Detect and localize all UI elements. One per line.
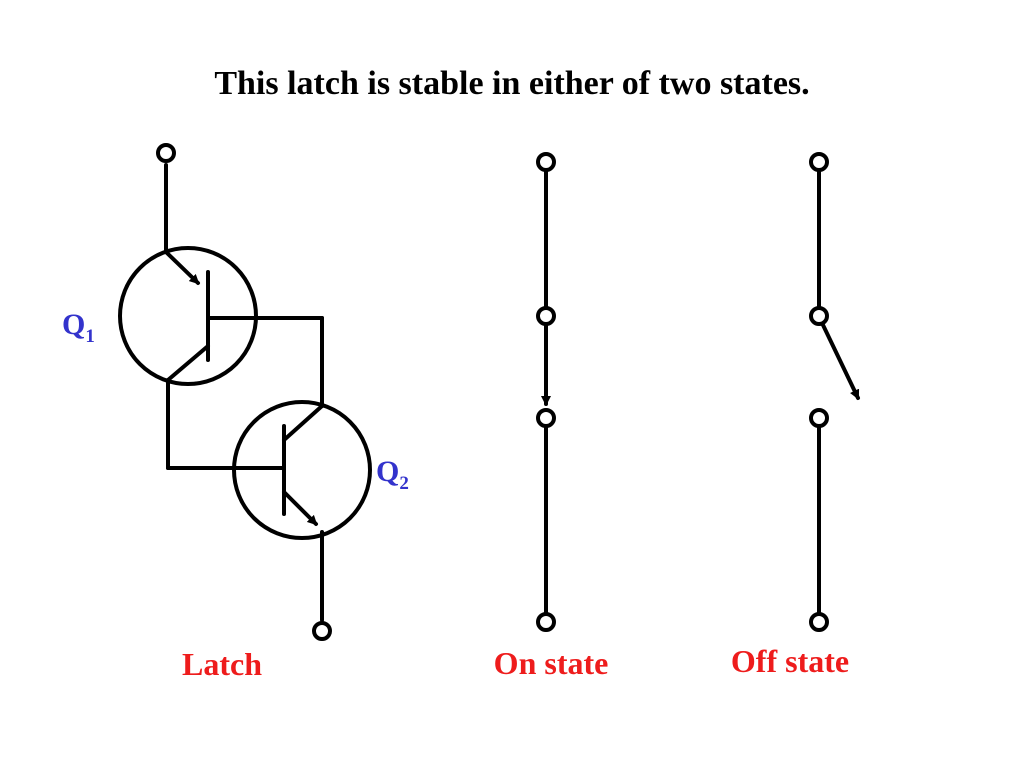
latch-bottom-terminal [312, 621, 332, 641]
latch-top-terminal [156, 143, 176, 163]
on-state-caption: On state [494, 645, 609, 681]
latch-circuit [118, 143, 372, 641]
off-state-upper-contact [809, 306, 829, 326]
q2-collector-diagonal [282, 404, 324, 442]
slide-title: This latch is stable in either of two st… [214, 65, 809, 102]
q2-label-subscript: 2 [399, 473, 409, 494]
off-state-top-terminal [809, 152, 829, 172]
on-state-switch [536, 152, 556, 632]
on-state-upper-contact [536, 306, 556, 326]
off-state-bottom-terminal [809, 612, 829, 632]
off-state-open-contact [821, 323, 860, 400]
on-state-top-terminal [536, 152, 556, 172]
q1-label-letter: Q [62, 308, 85, 341]
off-state-lower-contact [809, 408, 829, 428]
latch-caption: Latch [182, 646, 262, 682]
q2-label-letter: Q [376, 455, 399, 488]
q2-body [232, 400, 372, 540]
off-state-caption: Off state [731, 643, 849, 679]
q2-emitter-arrow [282, 490, 318, 526]
q1-emitter-arrow [164, 250, 200, 285]
off-state-switch [809, 152, 860, 632]
transistor-q2 [232, 400, 372, 641]
on-state-bottom-terminal [536, 612, 556, 632]
on-state-lower-contact [536, 408, 556, 428]
q1-label-subscript: 1 [85, 326, 95, 347]
transistor-q1 [118, 143, 324, 470]
q2-label: Q2 [376, 455, 409, 494]
q1-collector-diagonal [166, 344, 210, 382]
q1-label: Q1 [62, 308, 95, 347]
